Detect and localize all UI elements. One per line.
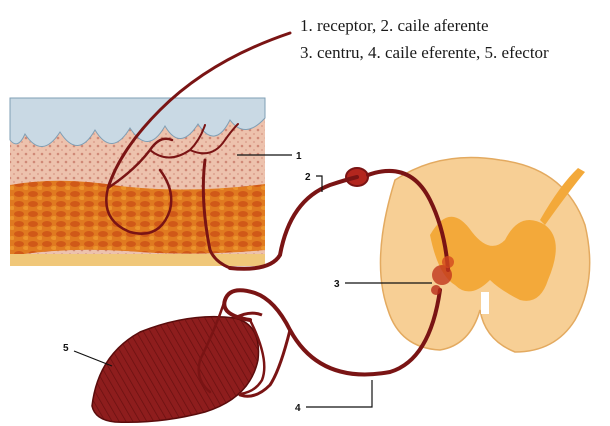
spinal-cord xyxy=(380,158,589,353)
muscle-belly xyxy=(92,317,259,423)
legend-line-center-efferent-effector: 3. centru, 4. caile eferente, 5. efector xyxy=(300,43,549,63)
callout-label-3: 3 xyxy=(334,279,340,290)
skin-base xyxy=(10,254,265,266)
callout-label-5: 5 xyxy=(63,343,69,354)
callout-label-2: 2 xyxy=(305,172,311,183)
callout-line-4 xyxy=(306,380,372,407)
skin-fat-texture xyxy=(10,181,265,256)
callout-line-5 xyxy=(74,351,112,366)
callout-label-4: 4 xyxy=(295,403,301,414)
callout-label-1: 1 xyxy=(296,151,302,162)
muscle-effector xyxy=(92,313,262,422)
legend-line-receptor-afferent: 1. receptor, 2. caile aferente xyxy=(300,16,489,36)
spinal-central-canal xyxy=(481,292,489,314)
skin-section xyxy=(10,98,265,266)
